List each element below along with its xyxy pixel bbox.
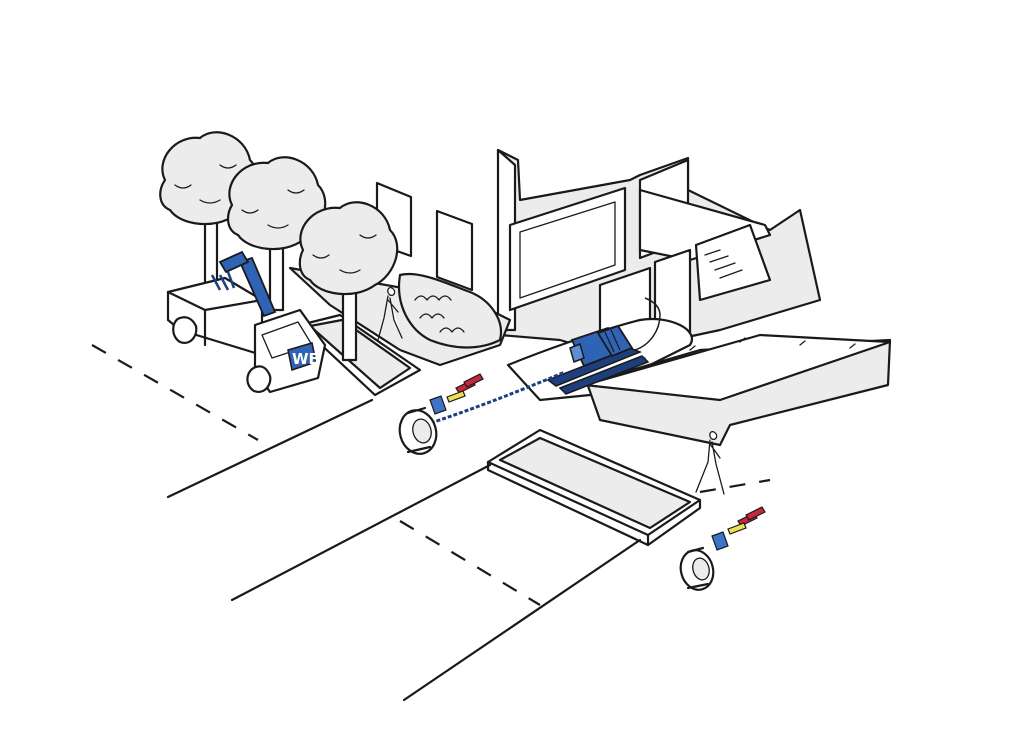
crane-icon xyxy=(210,250,277,318)
cable-reel-icon xyxy=(679,546,715,591)
marker-icon xyxy=(429,373,484,415)
building xyxy=(375,148,822,357)
pedestrian-icon xyxy=(377,286,403,341)
planter-strip xyxy=(298,313,702,547)
marker-icon xyxy=(711,506,766,551)
tree-2 xyxy=(226,156,327,312)
cable-reel-icon xyxy=(398,406,438,455)
truck-icon: WB xyxy=(166,276,327,394)
pulling-cable xyxy=(424,297,661,427)
tree-3 xyxy=(298,201,399,362)
road xyxy=(91,344,771,702)
drilling-machine-icon xyxy=(546,324,650,395)
truck-logo: WB xyxy=(292,350,320,368)
pedestrian-icon xyxy=(695,430,725,495)
